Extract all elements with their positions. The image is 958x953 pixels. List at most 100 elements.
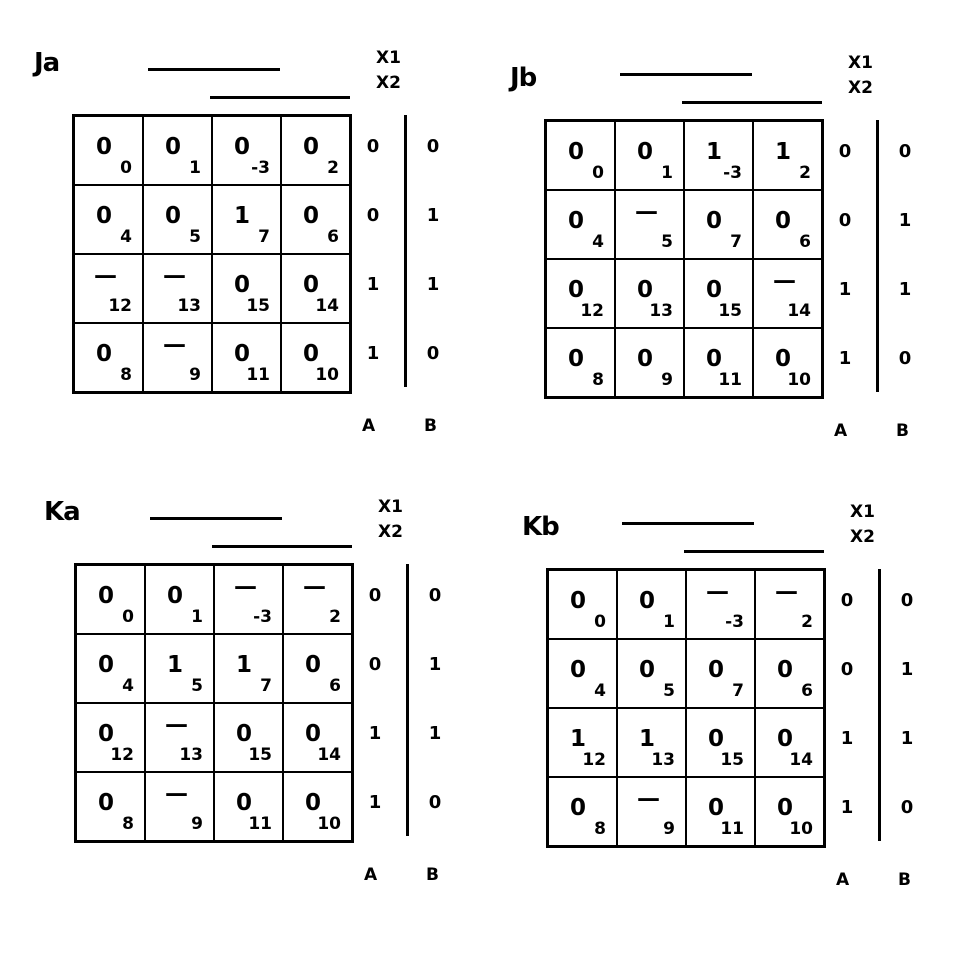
row-label-a: 0 [366, 136, 380, 157]
row-label-b: 1 [898, 210, 912, 231]
cell-index: 9 [663, 819, 675, 839]
row-label-a: 1 [840, 797, 854, 818]
b-axis-label: B [426, 865, 439, 885]
x2-label: X2 [378, 522, 403, 542]
x1-span-bar [150, 517, 282, 520]
row-label-a: 1 [368, 792, 382, 813]
cell-index: 7 [732, 681, 744, 701]
cell-value: 0 [305, 790, 322, 816]
cell-value: 0 [234, 134, 251, 160]
dont-care-value: — [775, 579, 798, 605]
cell-index: 0 [594, 612, 606, 632]
a-axis-label: A [362, 416, 376, 436]
cell-index: 5 [191, 676, 203, 696]
map-title: Ka [44, 497, 81, 527]
cell-value: 0 [98, 721, 115, 747]
cell-value: 0 [777, 726, 794, 752]
kmap-cell: — 14 [753, 259, 822, 328]
cell-index: 8 [122, 814, 134, 834]
cell-index: 4 [120, 227, 132, 247]
cell-index: 14 [789, 750, 813, 770]
row-label-b: 0 [898, 348, 912, 369]
row-label-b: 0 [428, 792, 442, 813]
cell-index: 2 [329, 607, 341, 627]
x2-span-bar [684, 550, 824, 553]
cell-value: 0 [234, 272, 251, 298]
cell-index: 6 [801, 681, 813, 701]
cell-value: 0 [639, 657, 656, 683]
cell-index: -3 [251, 158, 270, 178]
cell-index: 0 [120, 158, 132, 178]
divider-line [878, 569, 881, 841]
cell-index: 2 [801, 612, 813, 632]
cell-value: 0 [570, 657, 587, 683]
map-title: Ja [34, 48, 60, 78]
dont-care-value: — [773, 268, 796, 294]
cell-index: 12 [108, 296, 132, 316]
row-label-a: 0 [840, 659, 854, 680]
x1-label: X1 [376, 48, 401, 68]
cell-index: 6 [327, 227, 339, 247]
cell-index: 12 [580, 301, 604, 321]
row-label-a: 0 [838, 210, 852, 231]
row-label-a: 1 [368, 723, 382, 744]
cell-index: 14 [787, 301, 811, 321]
cell-index: 1 [663, 612, 675, 632]
cell-index: 11 [248, 814, 272, 834]
cell-index: 5 [189, 227, 201, 247]
x1-span-bar [622, 522, 754, 525]
cell-value: 1 [706, 139, 723, 165]
row-label-b: 0 [426, 136, 440, 157]
row-label-b: 1 [428, 654, 442, 675]
x2-span-bar [682, 101, 822, 104]
cell-index: 9 [191, 814, 203, 834]
row-label-a: 1 [838, 348, 852, 369]
cell-index: 7 [260, 676, 272, 696]
x2-span-bar [210, 96, 350, 99]
cell-value: 0 [639, 588, 656, 614]
dont-care-value: — [635, 199, 658, 225]
cell-value: 0 [775, 208, 792, 234]
cell-value: 0 [234, 341, 251, 367]
x1-label: X1 [378, 497, 403, 517]
x2-span-bar [212, 545, 352, 548]
b-axis-label: B [896, 421, 909, 441]
cell-index: 12 [110, 745, 134, 765]
divider-line [406, 564, 409, 836]
cell-index: 7 [730, 232, 742, 252]
row-label-b: 1 [898, 279, 912, 300]
cell-index: 15 [248, 745, 272, 765]
cell-value: 0 [637, 139, 654, 165]
cell-index: 9 [189, 365, 201, 385]
b-axis-label: B [898, 870, 911, 890]
cell-index: 2 [799, 163, 811, 183]
cell-value: 1 [167, 652, 184, 678]
cell-index: 14 [315, 296, 339, 316]
cell-value: 0 [165, 134, 182, 160]
